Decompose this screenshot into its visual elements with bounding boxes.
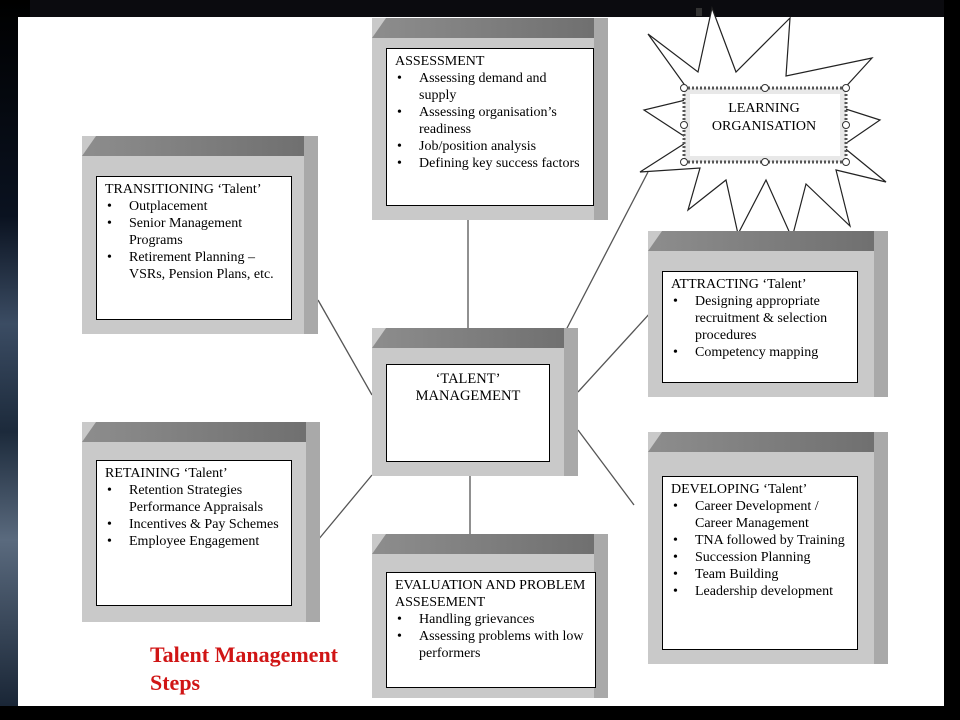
diagram-title: Talent Management Steps [150,641,338,697]
background-right-strip [944,0,960,720]
list-item: Outplacement [107,198,283,215]
evaluation-list: Handling grievances Assessing problems w… [395,611,587,662]
evaluation-card: EVALUATION AND PROBLEM ASSESEMENT Handli… [386,572,596,688]
background-bottom-strip [0,706,960,720]
list-item: Job/position analysis [397,138,585,155]
transitioning-heading: TRANSITIONING ‘Talent’ [105,182,262,197]
list-item: Retirement Planning – VSRs, Pension Plan… [107,249,283,283]
list-item: Assessing organisation’s readiness [397,104,585,138]
list-item: Assessing demand and supply [397,70,585,104]
developing-list: Career Development / Career Management T… [671,498,849,600]
connector-retaining [317,474,373,541]
list-item: TNA followed by Training [673,532,849,549]
talent-management-card: ‘TALENT’ MANAGEMENT [386,364,550,462]
center-line-1: ‘TALENT’ [435,371,501,387]
list-item: Assessing problems with low performers [397,628,587,662]
attracting-list: Designing appropriate recruitment & sele… [671,293,849,361]
list-item: Career Development / Career Management [673,498,849,532]
transitioning-card: TRANSITIONING ‘Talent’ Outplacement Seni… [96,176,292,320]
list-item: Designing appropriate recruitment & sele… [673,293,849,344]
list-item: Competency mapping [673,344,849,361]
assessment-card: ASSESSMENT Assessing demand and supply A… [386,48,594,206]
center-line-2: MANAGEMENT [415,388,521,404]
assessment-heading: ASSESSMENT [395,54,485,69]
evaluation-heading: EVALUATION AND PROBLEM ASSESEMENT [395,578,586,610]
list-item: Team Building [673,566,849,583]
learning-organisation-label: LEARNING ORGANISATION [696,100,832,136]
list-item: Succession Planning [673,549,849,566]
developing-card: DEVELOPING ‘Talent’ Career Development /… [662,476,858,650]
developing-heading: DEVELOPING ‘Talent’ [671,482,808,497]
assessment-list: Assessing demand and supply Assessing or… [395,70,585,172]
transitioning-list: Outplacement Senior Management Programs … [105,198,283,283]
attracting-heading: ATTRACTING ‘Talent’ [671,277,807,292]
attracting-block: ATTRACTING ‘Talent’ Designing appropriat… [648,231,888,397]
talent-management-block: ‘TALENT’ MANAGEMENT [372,328,578,476]
list-item: Senior Management Programs [107,215,283,249]
learning-line-1: LEARNING [728,101,800,116]
retaining-block: RETAINING ‘Talent’ Retention Strategies … [82,422,320,622]
retaining-card: RETAINING ‘Talent’ Retention Strategies … [96,460,292,606]
transitioning-block: TRANSITIONING ‘Talent’ Outplacement Seni… [82,136,318,334]
list-item: Retention Strategies Performance Apprais… [107,482,283,516]
connector-developing [577,429,635,506]
connector-transitioning [317,299,373,396]
list-item: Handling grievances [397,611,587,628]
title-line-2: Steps [150,670,201,695]
evaluation-block: EVALUATION AND PROBLEM ASSESEMENT Handli… [372,534,608,698]
attracting-card: ATTRACTING ‘Talent’ Designing appropriat… [662,271,858,383]
list-item: Incentives & Pay Schemes [107,516,283,533]
retaining-heading: RETAINING ‘Talent’ [105,466,228,481]
assessment-block: ASSESSMENT Assessing demand and supply A… [372,18,608,220]
developing-block: DEVELOPING ‘Talent’ Career Development /… [648,432,888,664]
list-item: Defining key success factors [397,155,585,172]
list-item: Leadership development [673,583,849,600]
learning-line-2: ORGANISATION [711,119,817,134]
connector-learning [564,171,649,333]
title-line-1: Talent Management [150,642,339,667]
list-item: Employee Engagement [107,533,283,550]
retaining-list: Retention Strategies Performance Apprais… [105,482,283,550]
